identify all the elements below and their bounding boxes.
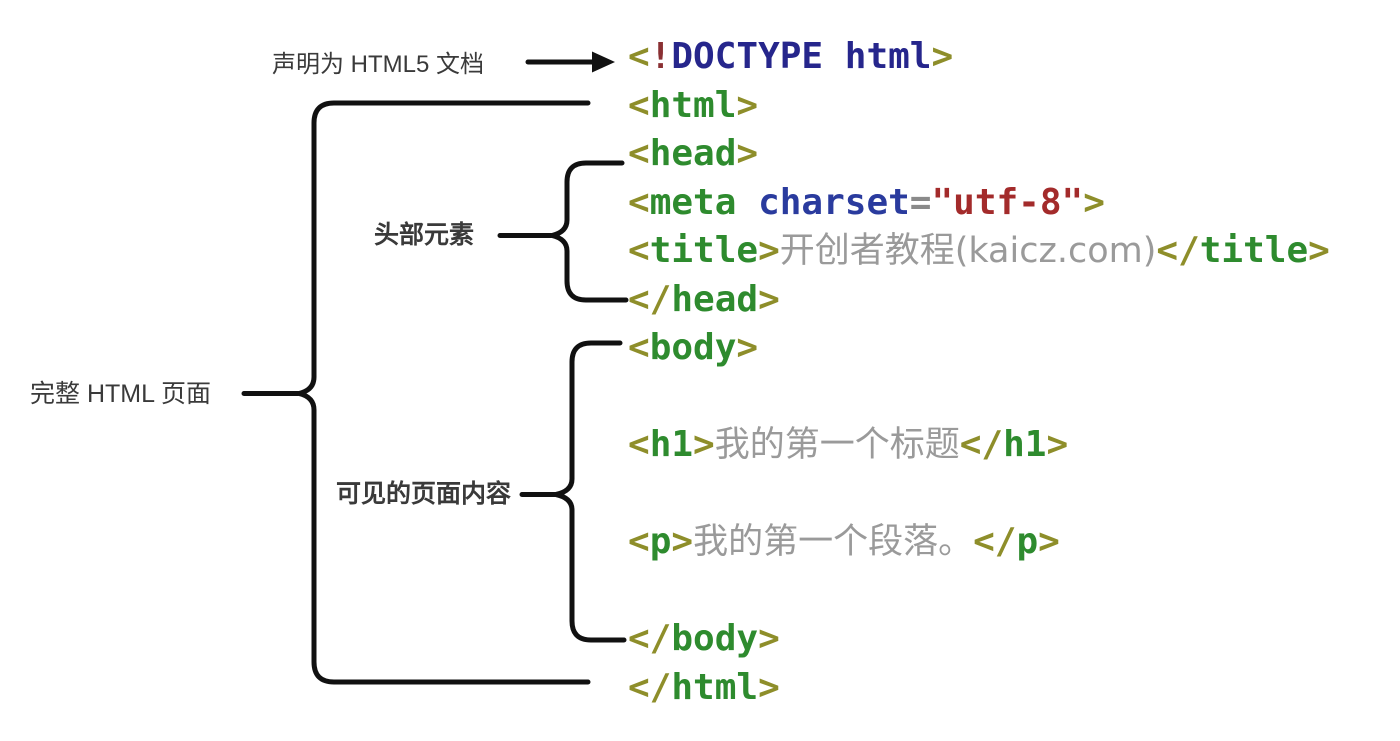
token-bracket: > xyxy=(1083,181,1105,223)
token-plain xyxy=(736,182,758,223)
token-tag: title xyxy=(649,230,759,271)
token-tag: head xyxy=(671,278,759,320)
token-bracket: </ xyxy=(628,278,672,320)
token-bracket: < xyxy=(628,36,650,77)
token-text: 开创者教程(kaicz.com) xyxy=(779,231,1157,271)
token-bracket: > xyxy=(1038,521,1060,562)
token-eq: = xyxy=(909,181,932,223)
doctype-annotation: 声明为 HTML5 文档 xyxy=(272,51,485,78)
token-bracket: < xyxy=(628,133,650,174)
token-bracket: > xyxy=(1308,230,1330,271)
visible-content-annotation: 可见的页面内容 xyxy=(336,480,512,508)
token-attr: charset xyxy=(758,181,910,223)
token-bracket: < xyxy=(628,327,650,368)
token-tag: h1 xyxy=(649,424,694,465)
token-bracket: </ xyxy=(959,424,1004,465)
token-tag: meta xyxy=(649,181,737,223)
token-bracket: > xyxy=(671,521,694,562)
token-doctype: DOCTYPE html xyxy=(671,36,932,77)
code-line-blank xyxy=(628,470,1330,519)
token-bracket: < xyxy=(628,181,650,223)
code-line: <head> xyxy=(628,130,1330,179)
code-line: <h1>我的第一个标题</h1> xyxy=(628,421,1330,470)
token-text: 我的第一个段落。 xyxy=(693,522,974,562)
token-tag: head xyxy=(649,133,737,174)
token-bracket: > xyxy=(736,133,759,174)
full-page-brace xyxy=(296,100,591,685)
code-line: <html> xyxy=(628,82,1330,131)
token-bracket: > xyxy=(931,36,954,77)
token-bracket: > xyxy=(758,666,780,708)
code-line: <!DOCTYPE html> xyxy=(628,33,1330,82)
token-tag: p xyxy=(649,521,672,562)
doctype-arrow xyxy=(525,51,615,73)
token-value: "utf-8" xyxy=(931,181,1084,223)
token-tag: html xyxy=(649,84,737,126)
token-bracket: > xyxy=(758,618,780,659)
token-bracket: > xyxy=(1046,424,1069,465)
token-bracket: </ xyxy=(628,666,672,708)
token-tag: body xyxy=(649,327,737,368)
token-bang: ! xyxy=(649,36,672,77)
token-tag: html xyxy=(671,666,759,708)
token-bracket: > xyxy=(693,424,715,465)
code-line-blank xyxy=(628,373,1330,422)
token-bracket: < xyxy=(628,521,650,562)
full-page-annotation: 完整 HTML 页面 xyxy=(30,380,212,408)
code-line: </head> xyxy=(628,276,1330,325)
token-bracket: > xyxy=(736,84,759,126)
token-bracket: > xyxy=(758,278,780,320)
token-bracket: </ xyxy=(628,618,672,659)
code-line: <body> xyxy=(628,324,1330,373)
token-bracket: </ xyxy=(1156,230,1200,271)
token-tag: p xyxy=(1016,521,1039,562)
token-tag: h1 xyxy=(1003,424,1047,465)
token-text: 我的第一个标题 xyxy=(714,425,960,465)
code-block: <!DOCTYPE html><html><head><meta charset… xyxy=(628,33,1330,712)
head-elements-annotation: 头部元素 xyxy=(374,221,475,249)
code-line-blank xyxy=(628,567,1330,616)
code-line: <meta charset="utf-8"> xyxy=(628,179,1330,228)
token-tag: title xyxy=(1199,230,1309,271)
token-bracket: < xyxy=(628,424,650,465)
code-line: <title>开创者教程(kaicz.com)</title> xyxy=(628,227,1330,276)
code-line: </body> xyxy=(628,615,1330,664)
token-bracket: > xyxy=(758,230,780,271)
token-bracket: </ xyxy=(973,521,1017,562)
token-bracket: > xyxy=(736,327,759,368)
body-brace xyxy=(553,340,627,643)
head-brace xyxy=(549,160,629,303)
code-line: <p>我的第一个段落。</p> xyxy=(628,518,1330,567)
token-bracket: < xyxy=(628,230,650,271)
code-line: </html> xyxy=(628,664,1330,713)
token-tag: body xyxy=(671,618,759,659)
token-bracket: < xyxy=(628,84,650,126)
